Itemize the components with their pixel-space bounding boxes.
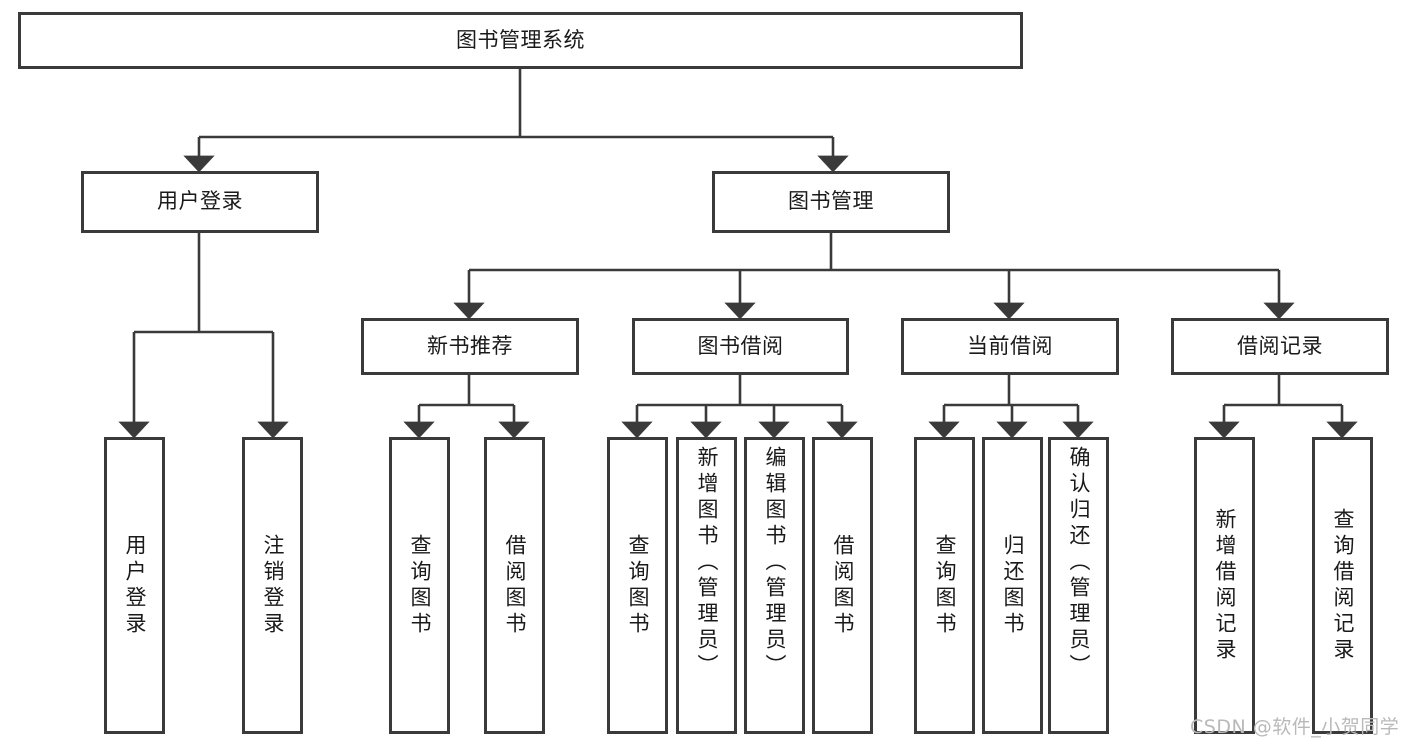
node-root-label: 图书管理系统	[456, 27, 585, 52]
node-leaf-edit-book-label: 编辑图书（管理员）	[763, 446, 787, 680]
node-current-borrow-label: 当前借阅	[967, 333, 1053, 358]
node-leaf-add-book-label: 新增图书（管理员）	[695, 446, 719, 680]
node-leaf-query-book-1[interactable]: 查询图书	[389, 437, 450, 734]
node-book-manage-label: 图书管理	[788, 189, 874, 214]
node-borrow-record-label: 借阅记录	[1237, 333, 1323, 358]
node-root[interactable]: 图书管理系统	[18, 12, 1023, 69]
node-leaf-add-record[interactable]: 新增借阅记录	[1194, 437, 1255, 734]
node-leaf-return-book-label: 归还图书	[1001, 533, 1025, 638]
node-leaf-logout-label: 注销登录	[261, 533, 285, 638]
node-leaf-query-book-1-label: 查询图书	[408, 533, 432, 638]
node-leaf-return-book[interactable]: 归还图书	[982, 437, 1043, 734]
node-leaf-confirm-return[interactable]: 确认归还（管理员）	[1048, 437, 1109, 734]
node-user-login-label: 用户登录	[157, 189, 243, 214]
node-new-book-rec[interactable]: 新书推荐	[361, 318, 579, 375]
node-new-book-rec-label: 新书推荐	[427, 333, 513, 358]
node-borrow-record[interactable]: 借阅记录	[1171, 318, 1389, 375]
node-leaf-logout[interactable]: 注销登录	[242, 437, 303, 734]
node-leaf-user-login[interactable]: 用户登录	[104, 437, 165, 734]
node-leaf-add-record-label: 新增借阅记录	[1213, 507, 1237, 664]
node-leaf-confirm-return-label: 确认归还（管理员）	[1067, 446, 1091, 680]
node-leaf-query-book-2[interactable]: 查询图书	[607, 437, 668, 734]
node-book-manage[interactable]: 图书管理	[712, 171, 950, 233]
node-leaf-edit-book[interactable]: 编辑图书（管理员）	[744, 437, 805, 734]
node-leaf-borrow-book-1-label: 借阅图书	[503, 533, 527, 638]
node-leaf-borrow-book-2-label: 借阅图书	[831, 533, 855, 638]
node-book-borrow-label: 图书借阅	[697, 333, 784, 358]
node-user-login[interactable]: 用户登录	[81, 171, 319, 233]
node-leaf-add-book[interactable]: 新增图书（管理员）	[676, 437, 737, 734]
node-leaf-query-record[interactable]: 查询借阅记录	[1312, 437, 1373, 734]
node-leaf-query-book-3-label: 查询图书	[933, 533, 957, 638]
node-leaf-borrow-book-2[interactable]: 借阅图书	[812, 437, 873, 734]
node-leaf-borrow-book-1[interactable]: 借阅图书	[484, 437, 545, 734]
node-book-borrow[interactable]: 图书借阅	[632, 318, 849, 375]
node-leaf-query-record-label: 查询借阅记录	[1331, 507, 1355, 664]
node-current-borrow[interactable]: 当前借阅	[901, 318, 1119, 375]
node-leaf-query-book-2-label: 查询图书	[626, 533, 650, 638]
node-leaf-query-book-3[interactable]: 查询图书	[914, 437, 975, 734]
csdn-watermark: CSDN @软件_小贺同学	[1190, 716, 1400, 738]
node-leaf-user-login-label: 用户登录	[123, 533, 147, 638]
